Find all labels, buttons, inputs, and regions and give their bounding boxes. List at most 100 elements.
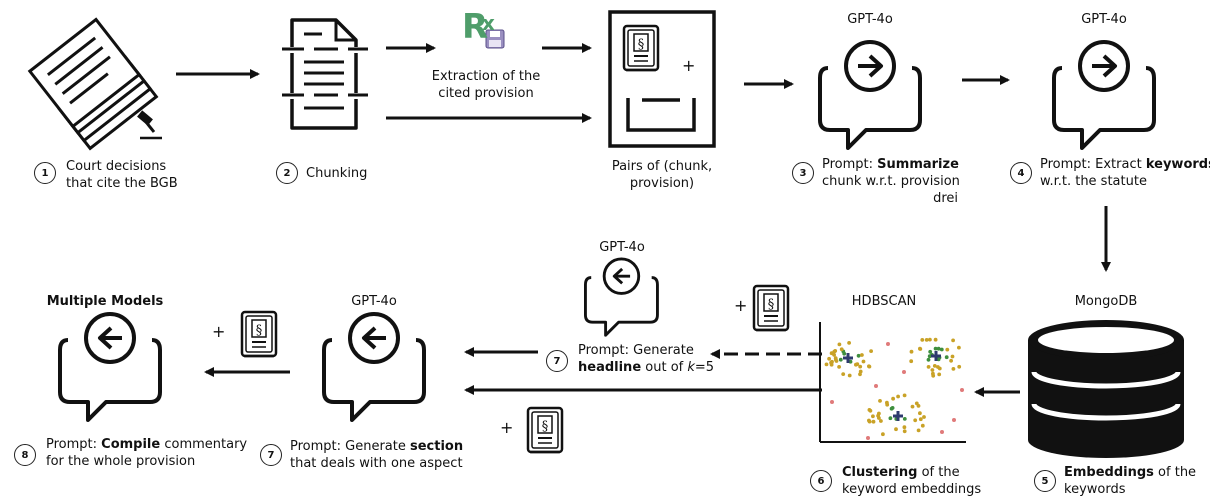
step5-db-title: MongoDB <box>1074 294 1138 309</box>
cluster-point <box>936 365 940 369</box>
outlier-point <box>940 430 944 434</box>
cluster-point <box>933 337 938 342</box>
law-book-icon <box>240 310 278 358</box>
step8-title: Multiple Models <box>46 294 164 309</box>
step-number-7a: 7 <box>546 350 568 372</box>
outlier-point <box>874 384 878 388</box>
outlier-point <box>952 418 956 422</box>
cluster-point <box>858 369 863 374</box>
cluster-point <box>914 401 919 406</box>
outlier-point <box>886 342 890 346</box>
floppy-icon <box>485 29 505 49</box>
cluster-point <box>957 364 962 369</box>
step7a-label: Prompt: Generate headline out of k=5 <box>578 343 715 375</box>
cluster-point <box>918 346 922 351</box>
document-stack-icon <box>27 17 159 151</box>
cluster-point <box>838 357 843 362</box>
cluster-point <box>871 414 875 419</box>
step-number-4: 4 <box>1010 162 1032 184</box>
cluster-point <box>847 373 852 378</box>
chat-arrow-right-icon <box>1052 40 1156 150</box>
pairs-plus: + <box>682 56 696 75</box>
outlier-point <box>830 400 834 404</box>
gavel-icon <box>137 110 162 140</box>
cluster-point <box>951 367 956 371</box>
step3-label: Prompt: Summarize chunk w.r.t. provision… <box>822 157 960 206</box>
cluster-point <box>848 359 853 364</box>
cluster-point <box>902 417 907 421</box>
law-book-icon <box>752 284 790 332</box>
step6-algorithm-title: HDBSCAN <box>851 294 917 309</box>
cluster-point <box>930 368 935 372</box>
cluster-point <box>860 353 864 357</box>
step4-model-title: GPT-4o <box>1081 12 1127 27</box>
cluster-point <box>902 393 907 398</box>
cluster-point <box>957 345 961 350</box>
cluster-point <box>939 347 944 352</box>
cluster-point <box>922 415 926 419</box>
cluster-point <box>950 354 955 359</box>
cluster-point <box>854 362 858 367</box>
cluster-point <box>890 406 895 410</box>
cluster-point <box>927 354 932 359</box>
cluster-point <box>837 342 842 347</box>
cluster-point <box>888 416 893 421</box>
pairs-box <box>608 10 716 148</box>
cluster-point <box>936 346 941 351</box>
chunked-document-icon <box>280 18 370 130</box>
cluster-point <box>881 432 885 437</box>
cluster-point <box>896 394 900 399</box>
cluster-point <box>926 357 931 362</box>
cluster-point <box>861 359 866 364</box>
cluster-point <box>951 338 955 343</box>
cluster-point <box>837 365 841 369</box>
cluster-point <box>931 373 936 378</box>
cluster-point <box>902 429 907 434</box>
step-number-3: 3 <box>792 162 814 184</box>
cluster-point <box>841 372 846 376</box>
cluster-point <box>867 408 872 412</box>
cluster-point <box>909 349 914 354</box>
cluster-point <box>894 427 898 432</box>
step-number-2: 2 <box>276 162 298 184</box>
cluster-point <box>832 353 836 357</box>
chat-arrow-left-icon <box>584 257 659 337</box>
step-number-1: 1 <box>34 162 56 184</box>
cluster-point <box>902 425 907 430</box>
cluster-point <box>871 419 876 424</box>
cluster-center-marker <box>931 351 941 361</box>
step5-label: Embeddings of the keywords <box>1064 465 1197 497</box>
cluster-point <box>830 359 834 364</box>
cluster-point <box>944 355 949 360</box>
cluster-point <box>928 349 933 354</box>
cluster-point <box>909 359 914 364</box>
cluster-point <box>932 364 937 368</box>
cluster-point <box>867 418 871 423</box>
cluster-center-marker <box>893 411 903 421</box>
cluster-point <box>920 423 925 428</box>
cluster-point <box>928 337 932 342</box>
cluster-point <box>933 346 938 351</box>
law-book-icon <box>622 24 660 72</box>
outlier-point <box>866 436 870 440</box>
cluster-point <box>916 428 921 433</box>
step7b-model-title: GPT-4o <box>351 294 397 309</box>
cluster-point <box>876 413 880 418</box>
cluster-point <box>827 356 831 361</box>
law-book-icon <box>526 406 564 454</box>
step8-label: Prompt: Compile commentary for the whole… <box>46 437 248 469</box>
cluster-point <box>926 365 931 369</box>
outlier-point <box>960 388 964 392</box>
cluster-point <box>834 357 838 362</box>
cluster-point <box>824 362 829 367</box>
step1-label: Court decisions that cite the BGB <box>66 159 178 191</box>
cluster-point <box>847 341 851 345</box>
cluster-point <box>839 347 844 352</box>
cluster-point <box>867 364 872 369</box>
cluster-point <box>858 364 863 369</box>
cluster-point <box>891 396 895 401</box>
step-number-6: 6 <box>810 470 832 492</box>
cluster-point <box>918 417 923 422</box>
